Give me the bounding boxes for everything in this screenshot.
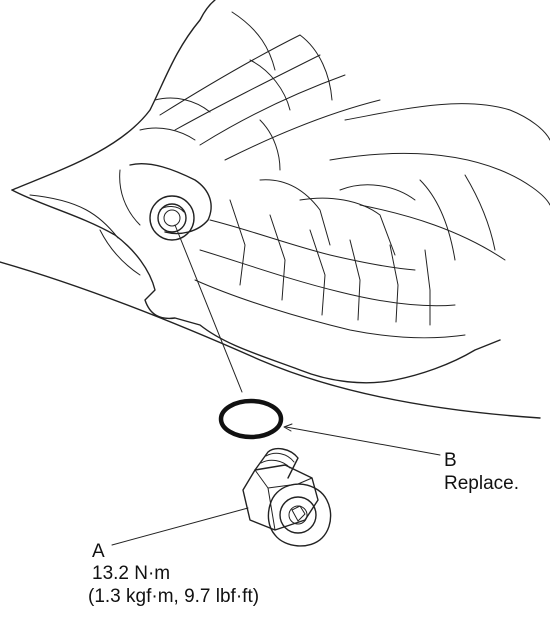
leader-line-a	[111, 507, 249, 546]
transmission-housing	[0, 0, 550, 419]
sealing-washer	[218, 398, 284, 440]
drain-port	[149, 195, 195, 241]
callout-a-torque-alt: (1.3 kgf·m, 9.7 lbf·ft)	[88, 586, 260, 607]
drain-bolt	[242, 447, 332, 547]
leader-arrow-b	[283, 423, 293, 432]
callout-b-letter: B	[444, 450, 457, 471]
callout-a-torque-nm: 13.2 N·m	[92, 563, 171, 584]
callout-b-note: Replace.	[444, 473, 519, 494]
callout-a-letter: A	[92, 541, 105, 562]
leader-line-b	[285, 426, 441, 456]
alignment-line	[174, 224, 243, 393]
